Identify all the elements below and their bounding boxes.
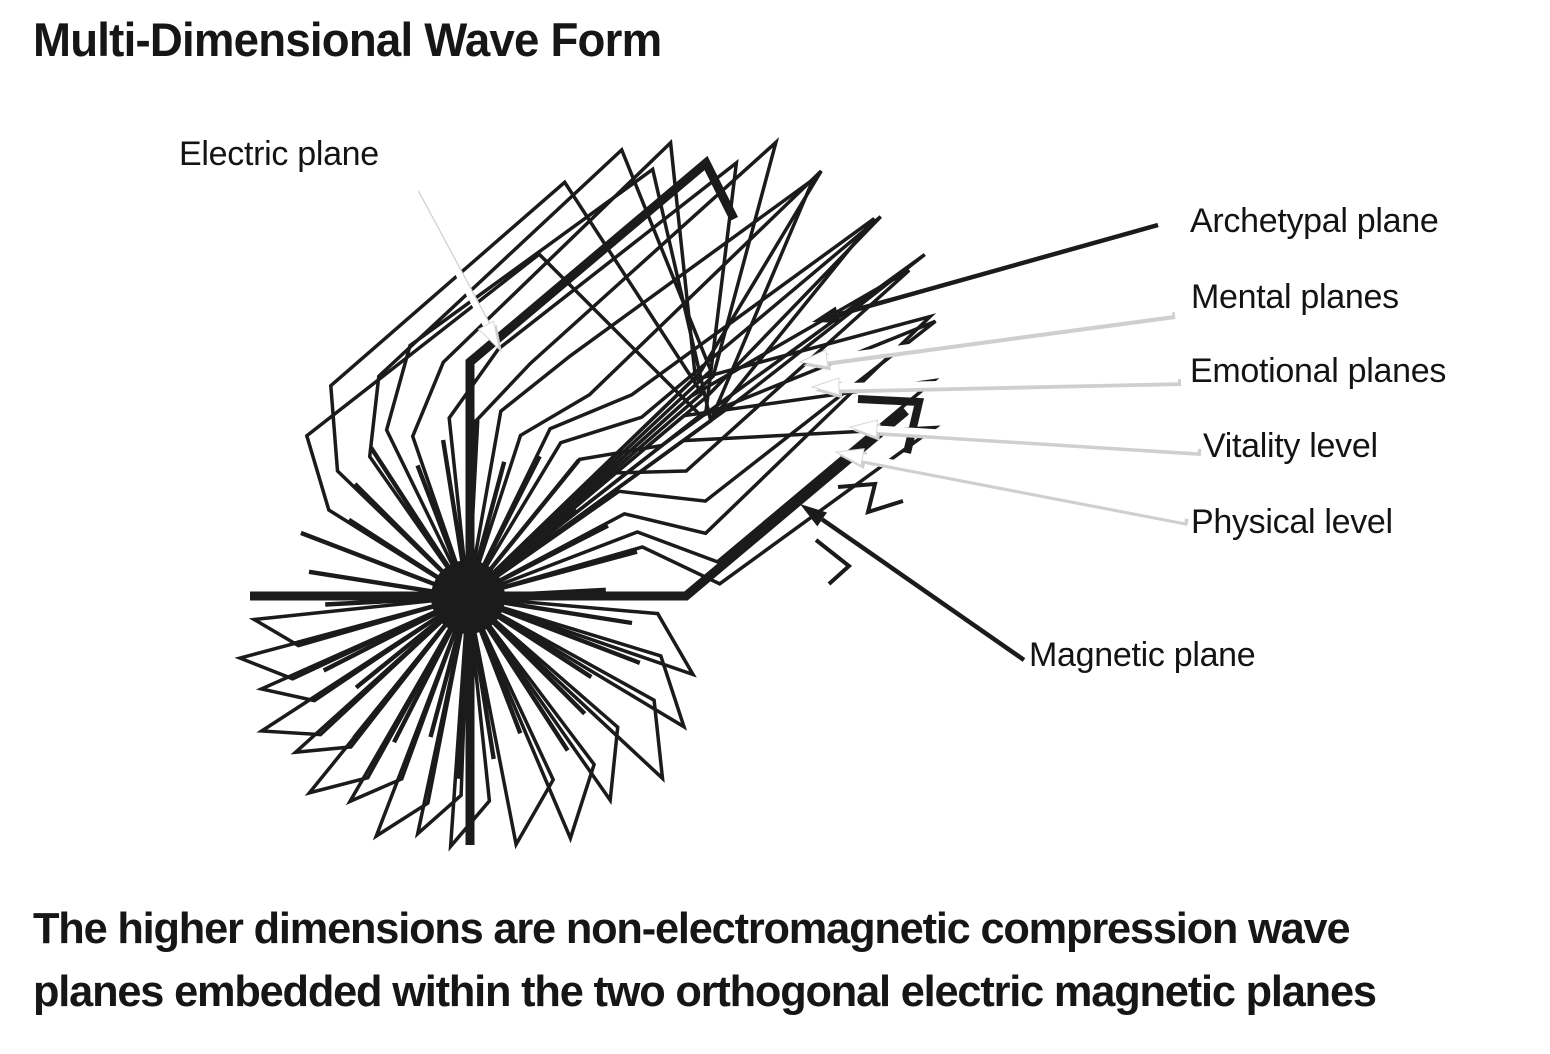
emotional-planes-arrow: [810, 375, 1182, 399]
caption-line-2: planes embedded within the two orthogona…: [33, 967, 1377, 1016]
plane-step: [837, 481, 904, 515]
arrow-head: [848, 419, 879, 438]
electric-plane-arrow: [410, 187, 502, 353]
magnetic-plane-arrow: [800, 504, 1026, 662]
arrow-line: [826, 308, 1173, 362]
plane-spike: [304, 595, 470, 796]
arrow-line: [838, 375, 1179, 390]
plane-spike: [467, 595, 697, 678]
mental-planes-arrow: [798, 308, 1176, 371]
caption-line-1: The higher dimensions are non-electromag…: [33, 904, 1351, 953]
label-electric-plane: Electric plane: [179, 135, 379, 173]
plane-spike: [466, 595, 597, 844]
arrow-head: [812, 306, 841, 323]
arrow-head: [834, 448, 865, 467]
plane-fan: [234, 137, 941, 852]
arrow-shadow: [829, 312, 1176, 366]
label-vitality-level: Vitality level: [1203, 427, 1378, 465]
plane-spike: [372, 596, 470, 841]
plane-spike: [467, 595, 688, 731]
plane-spike: [256, 595, 470, 737]
caption: The higher dimensions are non-electromag…: [33, 897, 1377, 1023]
arrow-shadow: [879, 428, 1202, 456]
plane-spike: [466, 595, 620, 805]
plane-sheet: [466, 268, 911, 599]
plane-spike: [466, 595, 665, 783]
arrow-line: [820, 517, 1026, 662]
plane-sheet: [466, 425, 941, 599]
label-emotional-planes: Emotional planes: [1190, 352, 1447, 390]
plane-step: [814, 538, 853, 586]
plane-sheet: [328, 179, 705, 600]
arrow-line: [861, 453, 1186, 523]
page-title: Multi-Dimensional Wave Form: [33, 13, 662, 66]
plane-sheet: [466, 319, 937, 599]
label-magnetic-plane: Magnetic plane: [1029, 636, 1256, 674]
arrow-head: [477, 320, 500, 351]
plane-sheet: [466, 313, 937, 599]
plane-sheet: [466, 253, 926, 599]
arrow-line: [837, 222, 1159, 317]
label-physical-level: Physical level: [1191, 503, 1393, 541]
plane-sheet: [466, 378, 940, 599]
arrow-head: [800, 504, 827, 527]
arrow-head: [798, 349, 829, 368]
archetypal-plane-arrow: [812, 222, 1159, 323]
magnetic-plane-edge: [250, 407, 909, 601]
arrow-head: [810, 377, 840, 396]
arrow-line: [876, 425, 1199, 453]
plane-sheet: [367, 146, 713, 600]
label-mental-planes: Mental planes: [1191, 278, 1399, 316]
plane-spike: [466, 596, 556, 850]
label-archetypal-plane: Archetypal plane: [1190, 202, 1439, 240]
electric-plane-edge: [465, 155, 739, 845]
plane-spike: [414, 596, 470, 839]
arrow-shadow: [841, 379, 1182, 394]
physical-level-arrow: [834, 448, 1189, 526]
arrow-line: [410, 187, 490, 327]
vitality-level-arrow: [848, 419, 1202, 456]
